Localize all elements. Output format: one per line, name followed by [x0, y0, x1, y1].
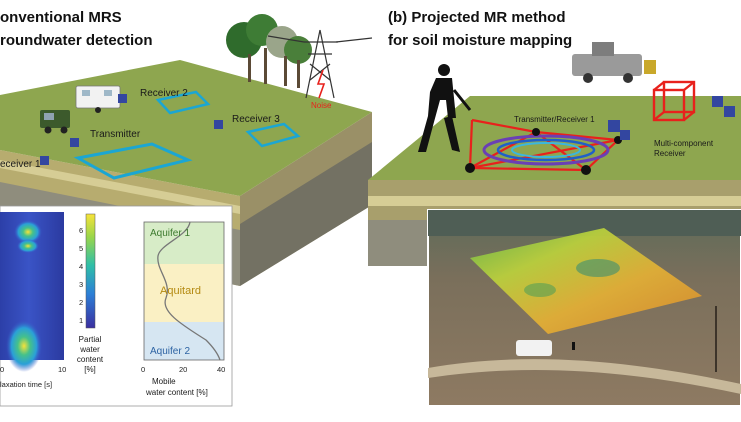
colorbar-label-line: Partial	[79, 335, 102, 344]
left-title-line2: roundwater detection	[0, 32, 153, 49]
zone-aquifer2	[144, 322, 224, 360]
moisture-map	[470, 228, 702, 334]
colorbar-label-line: water	[79, 345, 100, 354]
receiver3-loop	[245, 122, 301, 148]
operator-icon	[572, 342, 575, 350]
right-grass-top	[368, 96, 741, 180]
photo-forest-band	[428, 210, 741, 236]
colorbar-tick: 6	[79, 226, 83, 235]
caravan-icon	[75, 85, 121, 113]
coil-middle	[496, 138, 596, 162]
tx-rx-label: Transmitter/Receiver 1	[514, 115, 595, 124]
tx-rx-box-2	[620, 130, 630, 140]
transmitter-loop	[73, 142, 193, 180]
right-soil-stripe	[368, 196, 741, 206]
receiver3-box	[214, 120, 223, 129]
colorbar-tick: 5	[79, 244, 83, 253]
moisture-patch-2	[524, 283, 556, 297]
multi-component-cube	[652, 80, 696, 122]
left-panel: onventional MRS roundwater detection	[0, 9, 373, 407]
colorbar-tick: 1	[79, 316, 83, 325]
frame-wheel-3	[532, 128, 540, 136]
van-icon	[516, 340, 552, 356]
zone-aquitard	[144, 264, 224, 322]
profile-x-tick-20: 20	[179, 365, 187, 374]
left-soil-side-deep	[240, 142, 372, 286]
profile-curve	[157, 221, 221, 361]
profile-x-label-line2: water content [%]	[145, 388, 208, 397]
photo-road	[428, 359, 741, 394]
colorbar-tick: 3	[79, 280, 83, 289]
multi-receiver-label-line2: Receiver	[654, 149, 686, 158]
zone-label-aquifer1: Aquifer 1	[150, 228, 190, 239]
left-soil-stripe	[0, 160, 240, 214]
colorbar-ticks: 6 5 4 3 2 1	[79, 226, 83, 325]
transmitter-label: Transmitter	[90, 129, 141, 140]
profile-plot: Aquifer 1 Aquitard Aquifer 2 0 20 40 Mob…	[141, 221, 225, 397]
person-icon	[418, 64, 472, 152]
colorbar-strip	[85, 213, 96, 329]
truck-icon	[40, 110, 70, 134]
right-title-line2: for soil moisture mapping	[388, 32, 572, 49]
profile-x-label-line1: Mobile	[152, 377, 176, 386]
left-title-line1: onventional MRS	[0, 9, 122, 26]
zone-label-aquitard: Aquitard	[160, 285, 201, 297]
heatmap-x-tick-left: 0	[0, 365, 4, 374]
noise-label: Noise	[311, 101, 332, 110]
receiver1-label: eceiver 1	[0, 159, 41, 170]
harvester-icon	[572, 42, 656, 83]
frame-wheel-2	[581, 165, 591, 175]
heatmap-peak-low	[6, 320, 42, 372]
transmitter-box	[70, 138, 79, 147]
receiver3-label: Receiver 3	[232, 114, 280, 125]
frame-wheel-1	[465, 163, 475, 173]
right-panel: (b) Projected MR method for soil moistur…	[368, 9, 741, 407]
heatmap: 0 10 laxation time [s]	[0, 212, 66, 389]
trees	[226, 14, 312, 88]
colorbar-label-line: [%]	[84, 365, 96, 374]
lightning-icon	[316, 69, 326, 99]
multi-receiver-box-1	[712, 96, 723, 107]
tx-rx-box-1	[608, 120, 620, 132]
profile-x-tick-40: 40	[217, 365, 225, 374]
multi-receiver-label-line1: Multi-component	[654, 139, 714, 148]
receiver1-box	[40, 156, 49, 165]
colorbar-label-line: content	[77, 355, 104, 364]
colorbar-tick: 2	[79, 298, 83, 307]
power-pylon-icon	[267, 29, 373, 99]
heatmap-x-label: laxation time [s]	[0, 380, 52, 389]
heatmap-peak-top	[14, 220, 42, 244]
colorbar-tick: 4	[79, 262, 83, 271]
coil-inner	[511, 142, 581, 158]
heatmap-peak-mid	[17, 239, 39, 253]
zone-label-aquifer2: Aquifer 2	[150, 346, 190, 357]
coil-outer	[482, 134, 610, 166]
aerial-photo	[427, 209, 741, 407]
profile-axes	[143, 221, 225, 361]
multi-receiver-box-2	[724, 106, 735, 117]
receiver2-box	[118, 94, 127, 103]
profile-x-tick-0: 0	[141, 365, 145, 374]
moisture-patch-1	[576, 259, 620, 277]
receiver2-label: Receiver 2	[140, 88, 188, 99]
receiver2-loop	[155, 90, 211, 115]
right-title-line1: (b) Projected MR method	[388, 9, 566, 26]
heatmap-x-tick-right: 10	[58, 365, 66, 374]
